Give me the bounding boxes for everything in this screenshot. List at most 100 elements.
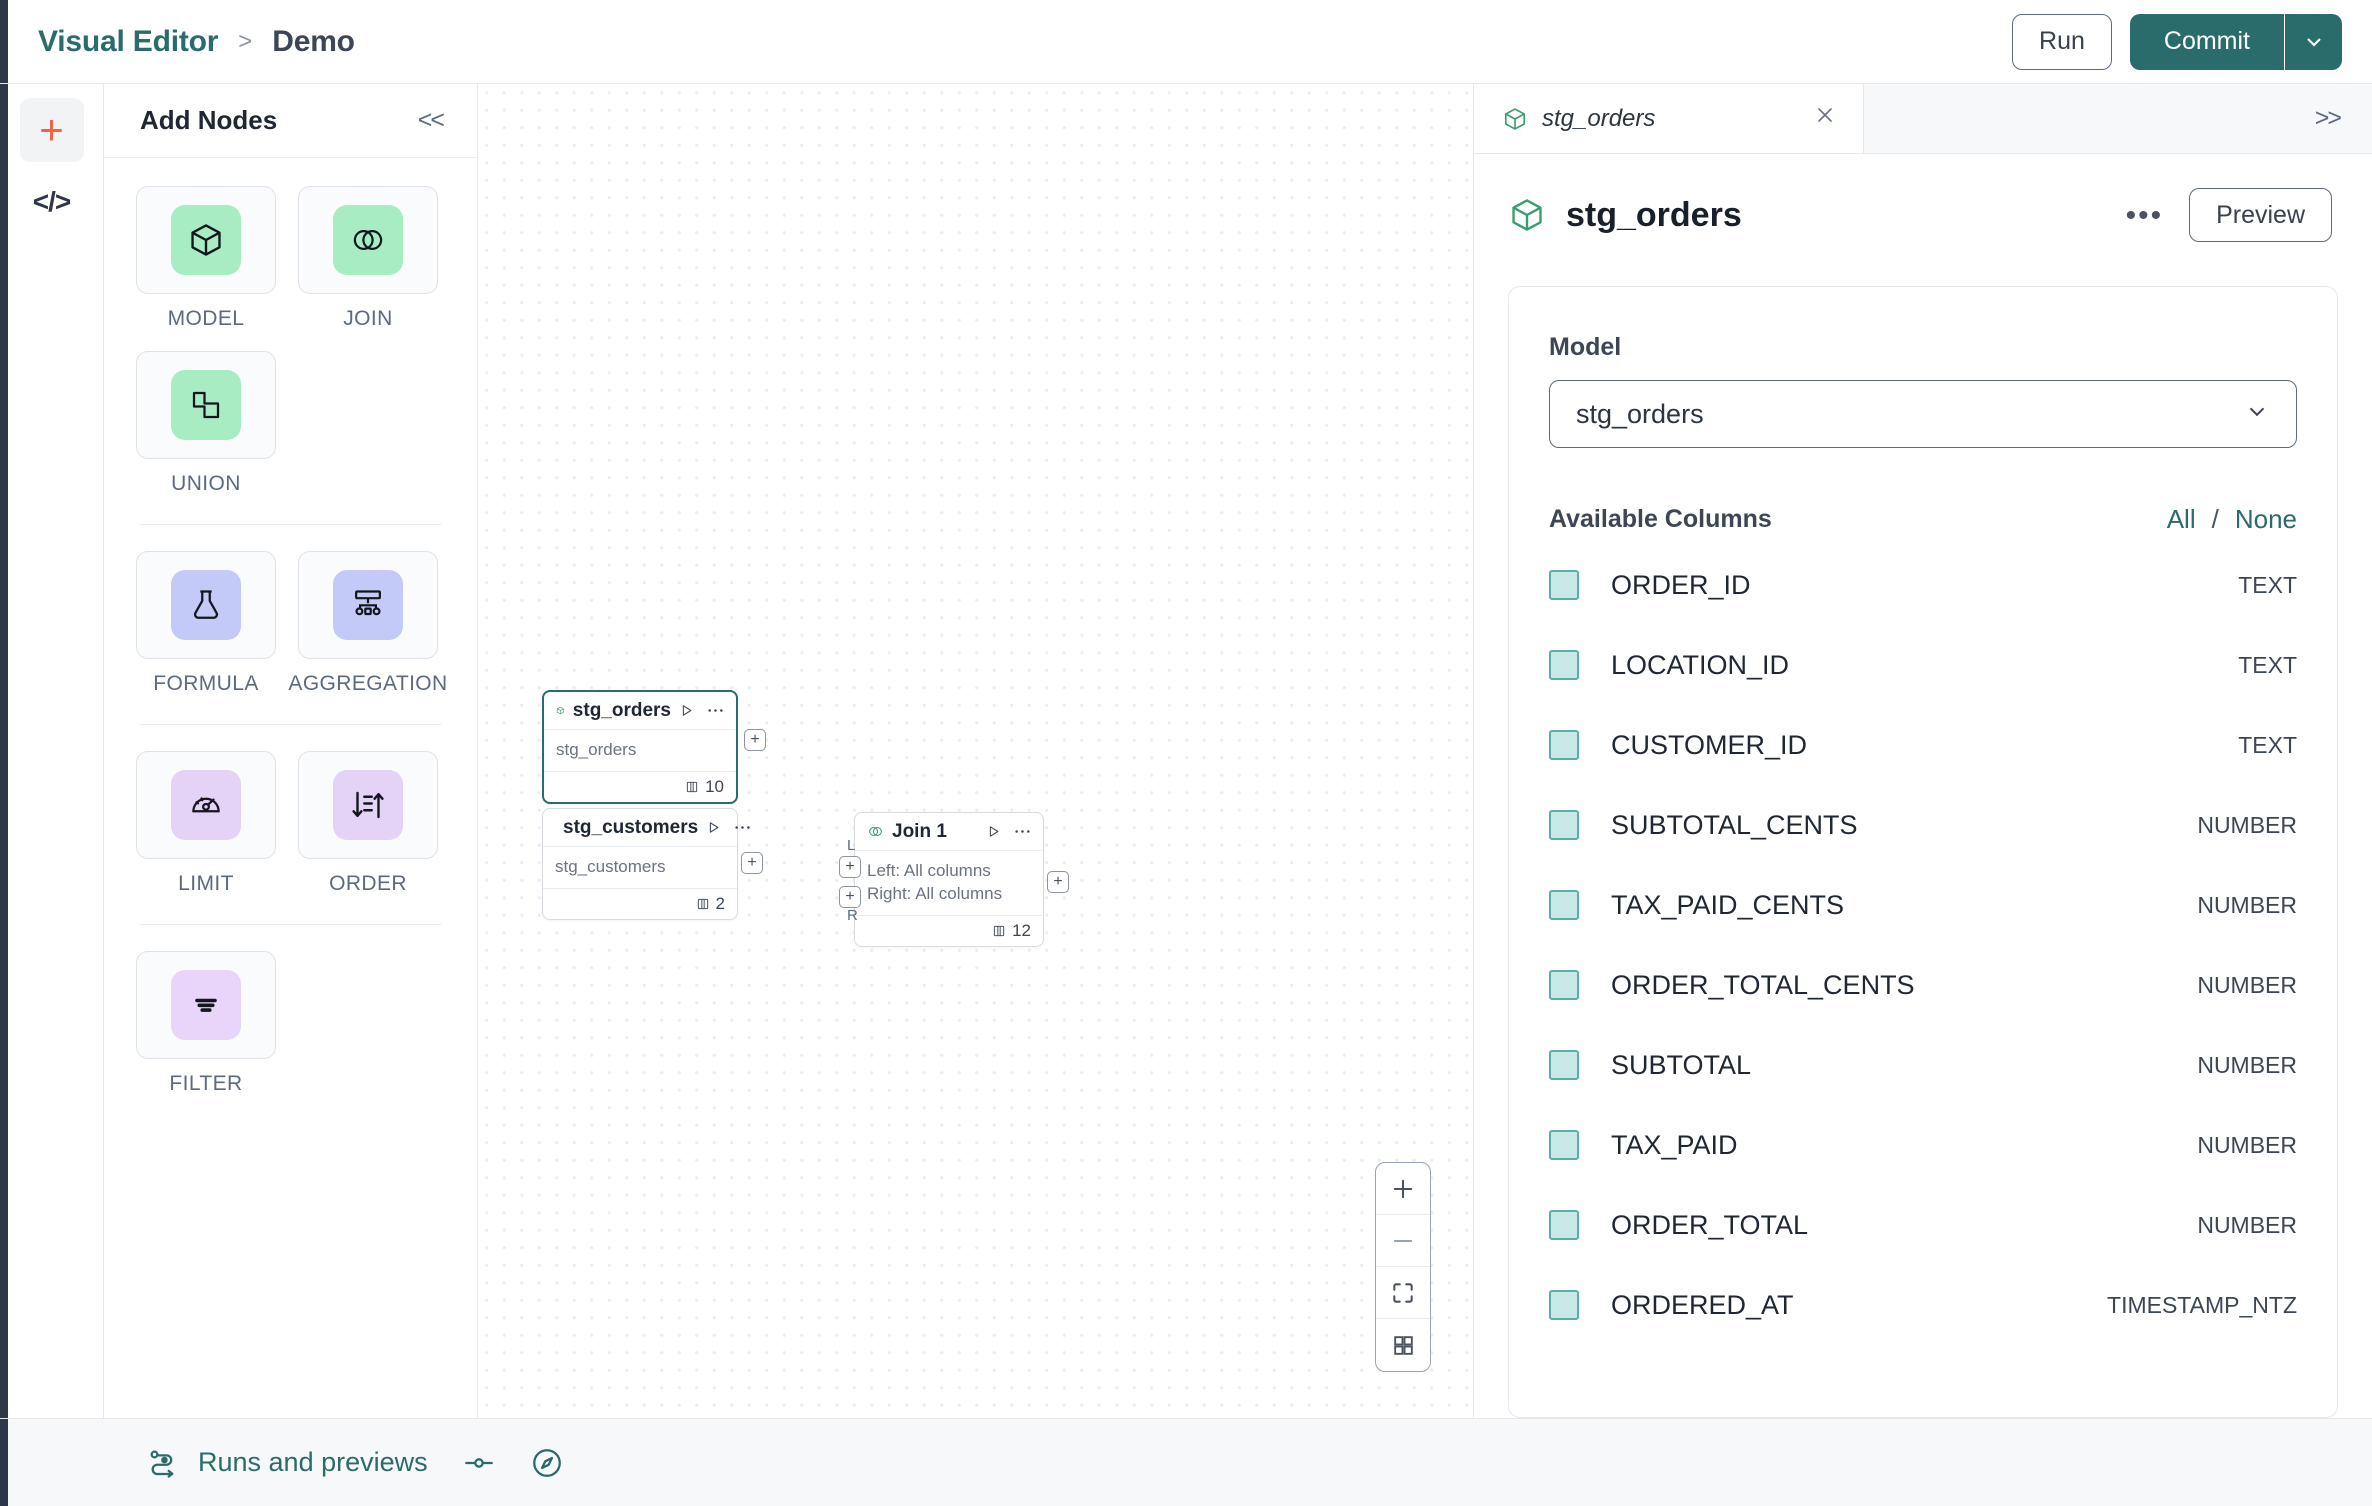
close-icon[interactable] (1783, 103, 1837, 134)
column-checkbox[interactable] (1549, 650, 1579, 680)
output-handle-join-1[interactable]: + (1047, 871, 1069, 893)
node-palette-item-model[interactable]: MODEL (136, 186, 276, 331)
node-palette-item-formula[interactable]: FORMULA (136, 551, 276, 696)
output-handle-stg-customers[interactable]: + (741, 852, 763, 874)
column-row[interactable]: CUSTOMER_ID TEXT (1549, 705, 2297, 785)
runs-and-previews-button[interactable]: Runs and previews (146, 1446, 428, 1480)
column-row[interactable]: ORDER_TOTAL_CENTS NUMBER (1549, 945, 2297, 1025)
model-field-label: Model (1549, 333, 1622, 361)
cube-icon (1512, 199, 1542, 231)
flow-node-body: stg_orders (544, 730, 736, 772)
collapse-panel-button[interactable]: << (417, 106, 445, 134)
commit-button[interactable]: Commit (2129, 13, 2284, 70)
column-name: LOCATION_ID (1611, 649, 1790, 680)
inspector-tab-stg-orders[interactable]: stg_orders (1474, 84, 1864, 153)
flow-node-stg-customers[interactable]: stg_customers stg_customers 2 + (542, 808, 763, 920)
breadcrumb-root-link[interactable]: Visual Editor (38, 24, 219, 58)
plus-icon (1393, 1179, 1413, 1198)
available-columns-list: ORDER_ID TEXT LOCATION_ID TEXT CUSTOMER_… (1549, 545, 2297, 1345)
column-type: NUMBER (2197, 1211, 2297, 1238)
column-checkbox[interactable] (1549, 730, 1579, 760)
flow-node-stg-orders[interactable]: stg_orders stg_orders 10 + (542, 690, 766, 804)
column-checkbox[interactable] (1549, 1050, 1579, 1080)
column-name: SUBTOTAL_CENTS (1611, 809, 1858, 840)
model-select-value: stg_orders (1576, 398, 1704, 429)
column-checkbox[interactable] (1549, 1290, 1579, 1320)
flow-node-footer: 2 (543, 889, 737, 919)
flow-node-actions (706, 820, 751, 835)
column-row[interactable]: ORDERED_AT TIMESTAMP_NTZ (1549, 1265, 2297, 1345)
more-icon[interactable] (1014, 829, 1031, 834)
run-button[interactable]: Run (2012, 13, 2112, 70)
compass-icon[interactable] (530, 1446, 564, 1480)
node-palette-label: LIMIT (178, 872, 234, 895)
node-palette-item-limit[interactable]: LIMIT (136, 751, 276, 896)
more-icon[interactable] (734, 825, 751, 830)
inspector-scroll-area[interactable]: Model stg_orders Available Columns All /… (1474, 242, 2372, 1418)
commit-button-group: Commit (2129, 13, 2342, 70)
column-checkbox[interactable] (1549, 970, 1579, 1000)
input-handle-right-label: R (847, 907, 858, 924)
column-checkbox[interactable] (1549, 570, 1579, 600)
node-palette-item-filter[interactable]: FILTER (136, 951, 276, 1096)
slider-toggle-icon-glyph (464, 1457, 493, 1468)
node-palette-label: MODEL (167, 307, 245, 330)
inspector-card: Model stg_orders Available Columns All /… (1508, 286, 2338, 1418)
flow-node-footer: 12 (855, 916, 1043, 946)
flow-node-footer: 10 (544, 772, 736, 802)
flow-node-join-1[interactable]: Join 1 Left: All columns Right: All colu… (839, 812, 1069, 947)
more-icon[interactable] (707, 708, 724, 713)
node-tile (298, 751, 438, 859)
toggle-grid-button[interactable] (1376, 1319, 1430, 1371)
node-palette-item-aggregation[interactable]: AGGREGATION (288, 551, 447, 696)
add-nodes-title: Add Nodes (140, 105, 278, 135)
commit-dropdown-button[interactable] (2284, 13, 2342, 70)
node-palette-item-join[interactable]: JOIN (298, 186, 438, 331)
column-row[interactable]: SUBTOTAL_CENTS NUMBER (1549, 785, 2297, 865)
column-checkbox[interactable] (1549, 810, 1579, 840)
flow-node-actions (679, 703, 724, 718)
input-handle-left[interactable]: + (839, 856, 861, 878)
column-row[interactable]: TAX_PAID NUMBER (1549, 1105, 2297, 1185)
node-palette-item-union[interactable]: UNION (136, 351, 276, 496)
flow-canvas[interactable]: stg_orders stg_orders 10 + (478, 84, 1474, 1418)
fit-view-button[interactable] (1376, 1267, 1430, 1319)
venn-circles-icon (353, 230, 383, 250)
expand-panel-button[interactable]: >> (2314, 104, 2342, 132)
breadcrumb-separator-icon: > (238, 27, 253, 55)
play-icon[interactable] (986, 824, 1001, 839)
play-icon[interactable] (706, 820, 721, 835)
column-type: NUMBER (2197, 1051, 2297, 1078)
select-all-link[interactable]: All (2166, 504, 2196, 534)
preview-button[interactable]: Preview (2189, 188, 2332, 242)
column-row[interactable]: ORDER_ID TEXT (1549, 545, 2297, 625)
node-group-sources: MODEL JOIN (136, 186, 445, 496)
select-none-link[interactable]: None (2234, 504, 2297, 534)
model-select[interactable]: stg_orders (1549, 380, 2297, 448)
column-row[interactable]: TAX_PAID_CENTS NUMBER (1549, 865, 2297, 945)
column-type: TEXT (2238, 731, 2297, 758)
input-handle-right[interactable]: + (839, 886, 861, 908)
column-row[interactable]: LOCATION_ID TEXT (1549, 625, 2297, 705)
flow-edges (478, 84, 778, 234)
add-nodes-panel: Add Nodes << MODEL (104, 84, 478, 1418)
play-icon[interactable] (679, 703, 694, 718)
column-type: NUMBER (2197, 971, 2297, 998)
fit-screen-icon (1393, 1282, 1413, 1303)
node-palette-label: JOIN (343, 307, 393, 330)
node-palette-item-order[interactable]: ORDER (298, 751, 438, 896)
column-checkbox[interactable] (1549, 1130, 1579, 1160)
output-handle-stg-orders[interactable]: + (744, 729, 766, 751)
column-checkbox[interactable] (1549, 1210, 1579, 1240)
column-checkbox[interactable] (1549, 890, 1579, 920)
more-icon[interactable]: ••• (2125, 198, 2164, 232)
column-name: ORDERED_AT (1611, 1289, 1794, 1320)
zoom-in-button[interactable] (1376, 1163, 1430, 1215)
zoom-out-button[interactable] (1376, 1215, 1430, 1267)
code-view-rail-button[interactable]: </> (20, 170, 84, 234)
column-row[interactable]: ORDER_TOTAL NUMBER (1549, 1185, 2297, 1265)
column-row[interactable]: SUBTOTAL NUMBER (1549, 1025, 2297, 1105)
add-node-rail-button[interactable]: + (19, 98, 84, 162)
slider-toggle-icon[interactable] (462, 1446, 496, 1480)
